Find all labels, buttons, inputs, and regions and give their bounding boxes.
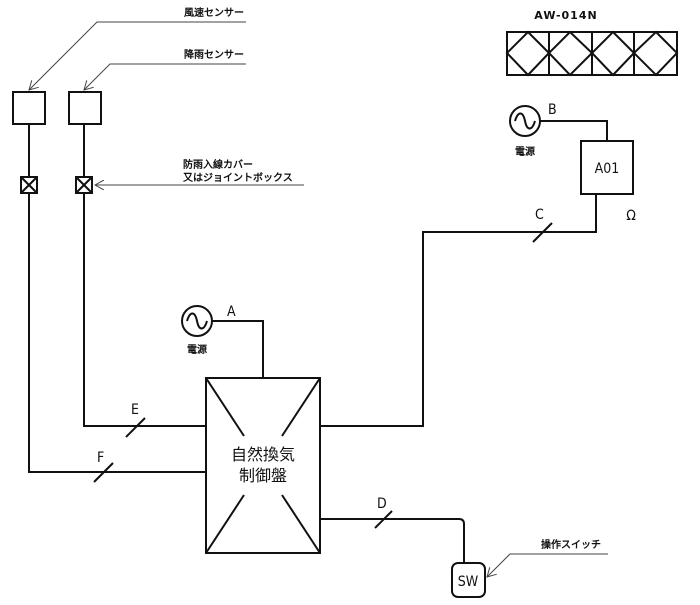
junction-box-rain: [75, 176, 93, 194]
wire-c: [320, 194, 597, 427]
switch-caption: 操作スイッチ: [541, 538, 601, 551]
wire-e: [83, 193, 206, 427]
junction-box-wind: [20, 176, 38, 194]
rain-sensor-label: 降雨センサー: [184, 48, 244, 61]
junction-label-line2: 又はジョイントボックス: [182, 171, 293, 184]
window-unit: [505, 30, 679, 77]
switch-label: SW: [458, 574, 479, 590]
junction-label-line1: 防雨入線カバー: [183, 158, 253, 171]
actuator-label: A01: [595, 161, 620, 177]
rain-sensor-box: [68, 91, 102, 125]
wire-label-b: B: [548, 102, 557, 118]
controller-label-line2: 制御盤: [239, 466, 287, 485]
actuator-box: [580, 140, 634, 195]
wire-f: [28, 193, 206, 473]
wire-label-c: C: [535, 207, 544, 223]
rain-sensor-leader: [84, 63, 246, 90]
power-label-b: 電源: [515, 145, 535, 158]
wire-b: [540, 120, 608, 141]
power-label-a: 電源: [187, 343, 207, 356]
natural-ventilation-controller: [205, 377, 321, 554]
switch-box: [451, 562, 486, 598]
wire-label-d: D: [377, 496, 387, 512]
wind-sensor-leader: [29, 21, 246, 90]
power-source-b: [509, 105, 541, 137]
switch-leader: [487, 553, 608, 577]
controller-label-line1: 自然換気: [231, 445, 295, 464]
wire-d: [320, 518, 465, 563]
wire-label-f: F: [97, 450, 104, 466]
wire-label-a: A: [227, 304, 236, 320]
wire-label-e: E: [131, 402, 139, 418]
wire-a: [212, 320, 264, 378]
model-label: AW-014N: [534, 9, 597, 22]
wind-sensor-label: 風速センサー: [184, 6, 244, 19]
power-source-a: [181, 305, 213, 337]
wind-sensor-box: [12, 91, 46, 125]
omega-label: Ω: [626, 208, 636, 224]
